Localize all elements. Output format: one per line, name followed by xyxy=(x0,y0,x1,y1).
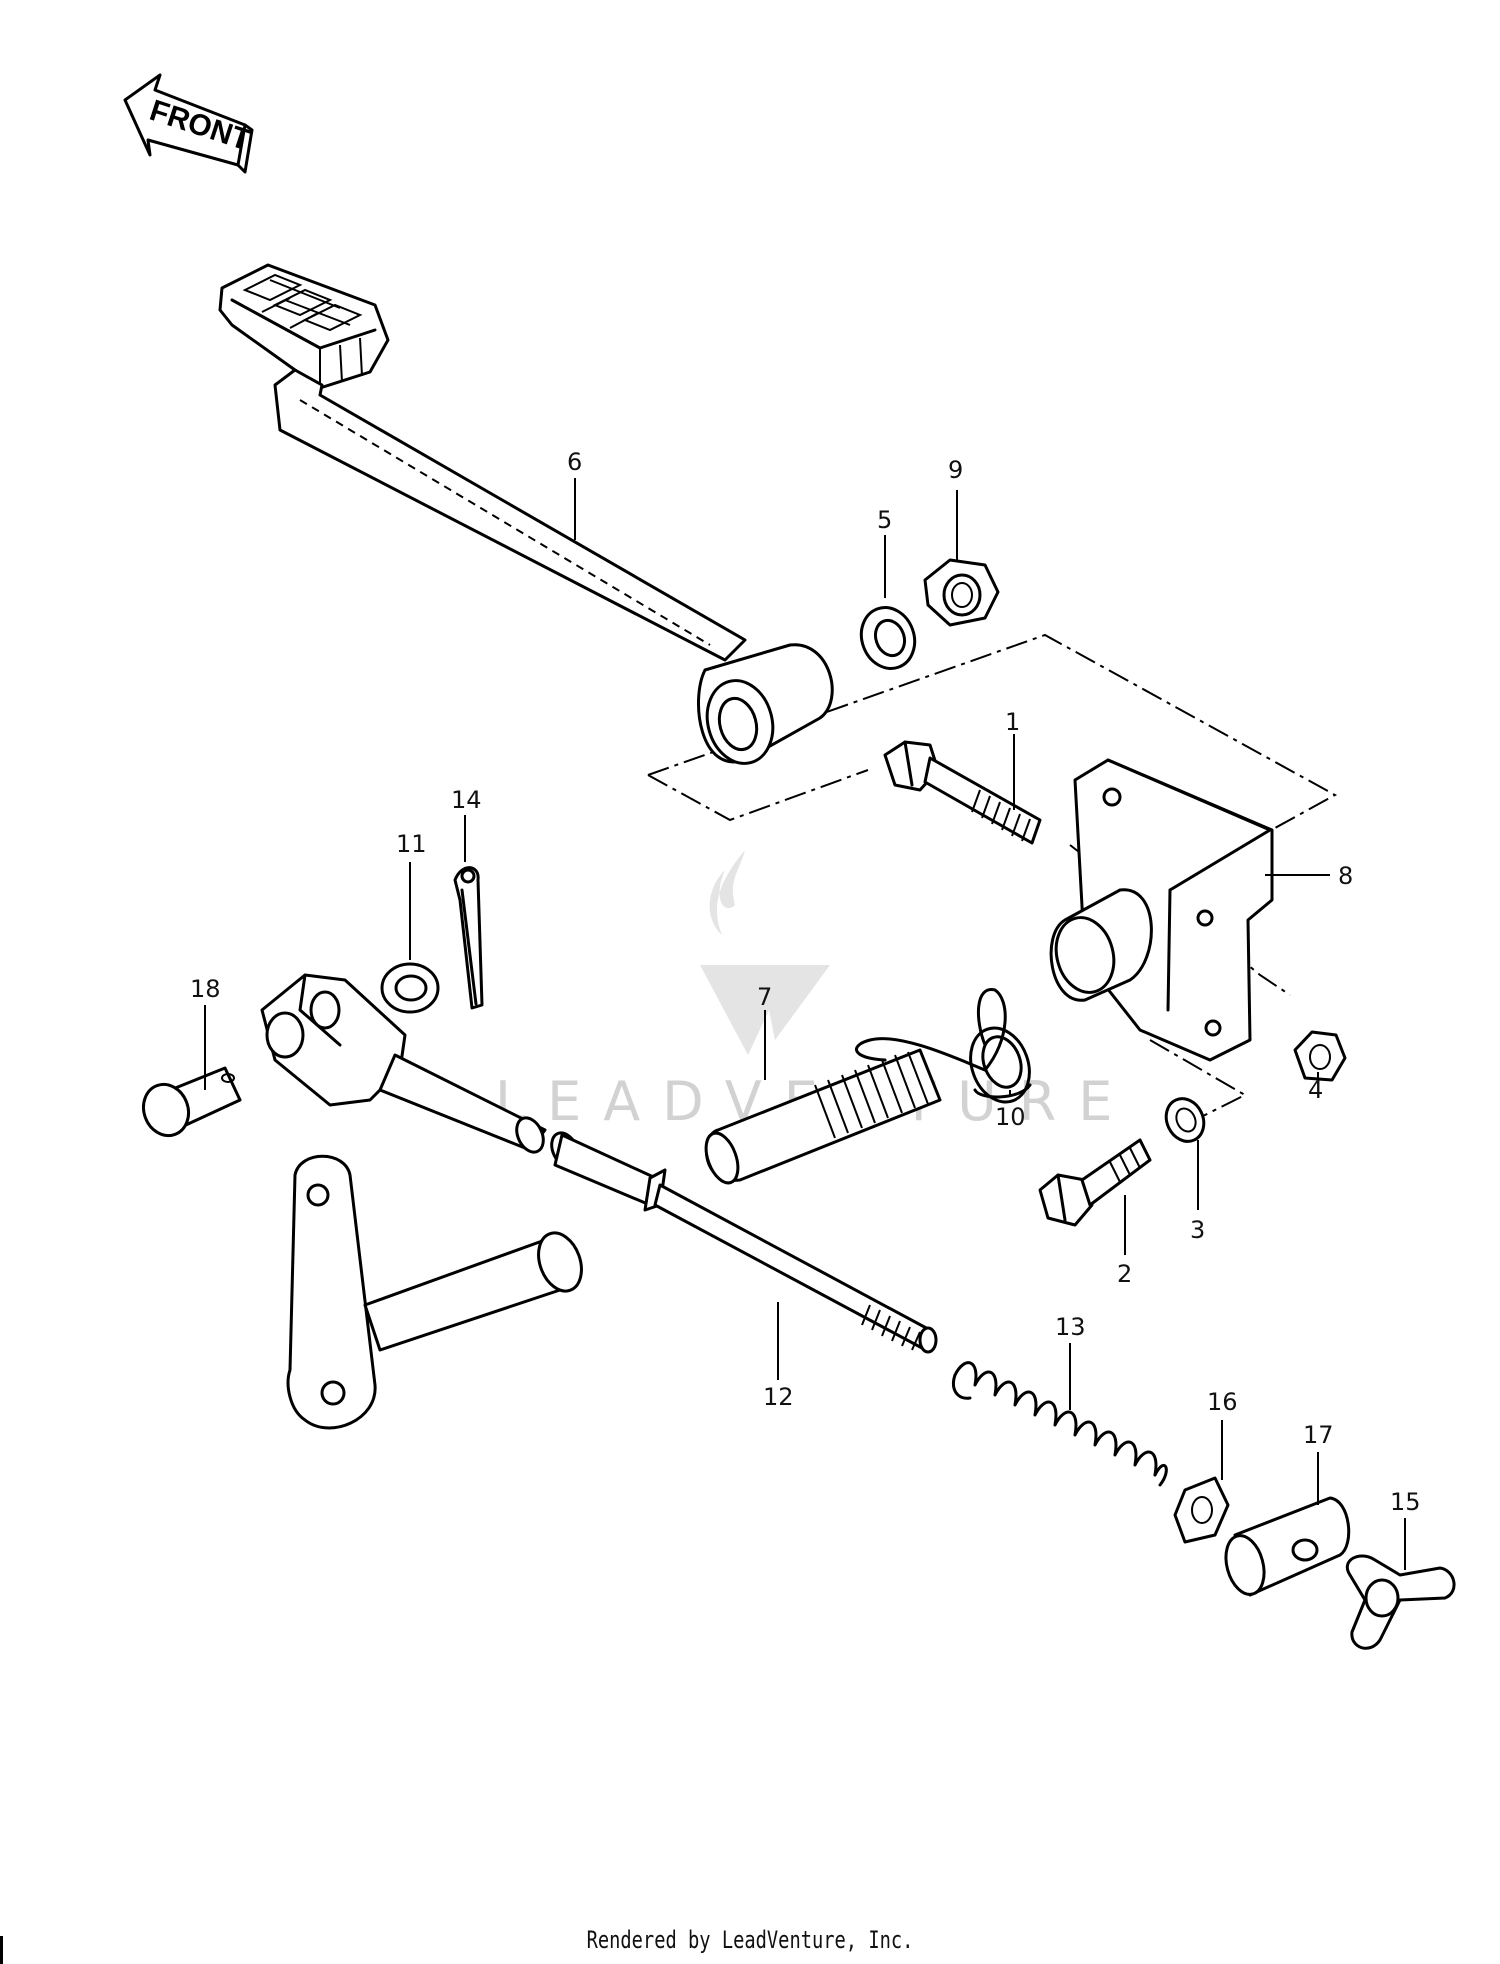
footer-credit: Rendered by LeadVenture, Inc. xyxy=(586,1926,914,1954)
part-bolt-2 xyxy=(1038,1138,1152,1227)
part-washer-16 xyxy=(1173,1476,1230,1544)
part-brake-rod-12 xyxy=(550,1131,938,1354)
callout-11: 11 xyxy=(396,830,427,858)
callout-10: 10 xyxy=(995,1103,1026,1131)
callout-8: 8 xyxy=(1338,862,1353,890)
part-spring-10 xyxy=(855,988,1032,1104)
callout-2: 2 xyxy=(1117,1260,1132,1288)
callout-14: 14 xyxy=(451,786,482,814)
callout-16: 16 xyxy=(1207,1388,1238,1416)
part-coil-spring-13 xyxy=(952,1361,1168,1487)
callout-12: 12 xyxy=(763,1383,794,1411)
callout-13: 13 xyxy=(1055,1313,1086,1341)
part-nut-9 xyxy=(923,558,1000,627)
callout-3: 3 xyxy=(1190,1216,1205,1244)
part-washer-5 xyxy=(859,606,917,670)
watermark-logo-icon xyxy=(700,850,830,1055)
callout-4: 4 xyxy=(1308,1076,1323,1104)
part-shaft-7 xyxy=(704,1048,942,1185)
corner-mark xyxy=(0,1936,3,1964)
part-nut-4 xyxy=(1293,1030,1347,1082)
part-lock-washer-3 xyxy=(1164,1097,1206,1143)
part-bracket xyxy=(1049,758,1274,1062)
part-trunnion-17 xyxy=(1224,1496,1351,1597)
callout-6: 6 xyxy=(567,448,582,476)
part-brake-arm xyxy=(286,1154,583,1430)
leader-lines xyxy=(204,478,1406,1570)
part-brake-pedal xyxy=(218,263,834,765)
callout-17: 17 xyxy=(1303,1421,1334,1449)
front-arrow-icon: FRONT xyxy=(123,73,254,174)
callout-labels: 1 2 3 4 5 6 7 8 9 10 11 12 13 14 15 16 1… xyxy=(190,448,1421,1516)
callout-5: 5 xyxy=(877,506,892,534)
part-clevis-pin-18 xyxy=(141,1066,242,1138)
part-clevis xyxy=(260,973,547,1154)
part-bolt-1 xyxy=(883,740,1042,845)
part-wing-nut-15 xyxy=(1346,1554,1456,1650)
callout-9: 9 xyxy=(948,456,963,484)
part-cotter-pin-14 xyxy=(453,866,484,1010)
callout-7: 7 xyxy=(757,983,772,1011)
callout-15: 15 xyxy=(1390,1488,1421,1516)
part-washer-11 xyxy=(380,962,440,1014)
callout-18: 18 xyxy=(190,975,221,1003)
callout-1: 1 xyxy=(1005,708,1020,736)
